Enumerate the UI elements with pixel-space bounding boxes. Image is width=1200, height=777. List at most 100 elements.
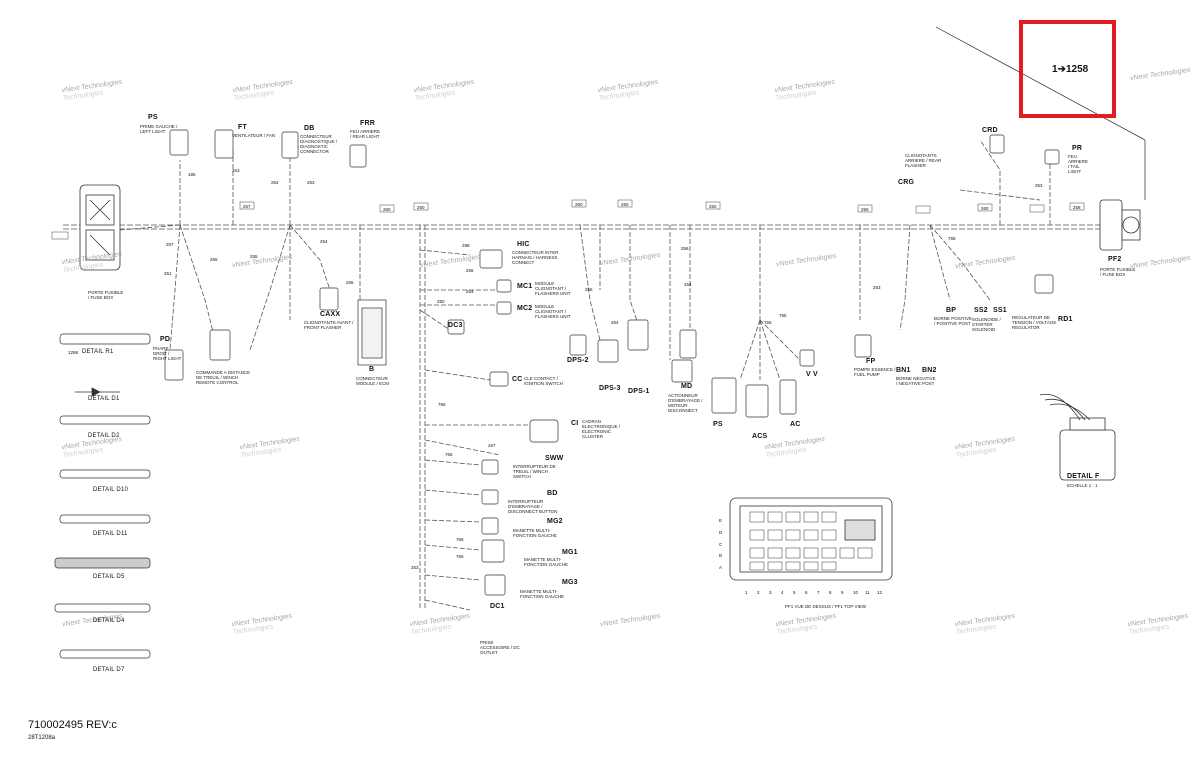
connector-mg2-code: MG2: [547, 518, 563, 525]
connector-b-code: B: [369, 366, 375, 373]
connector-hic-code: HIC: [517, 241, 530, 248]
wire-label: 254: [684, 282, 692, 287]
fuse-box-pf1-left: [79, 184, 121, 271]
wire-label: 256: [861, 207, 869, 212]
wire-label: 256: [346, 280, 354, 285]
connector-cc-desc: CLE CONTACT / IGNITION SWITCH: [524, 376, 563, 386]
connector-bd-code: BD: [547, 490, 558, 497]
connector-mg1-desc: MANETTE MULTI-FONCTION GAUCHE: [524, 557, 569, 567]
connector-mg1-code: MG1: [562, 549, 578, 556]
connector-mg3-desc: MANETTE MULTI-FONCTION GAUCHE: [520, 589, 565, 599]
connector-vv-shape: [799, 349, 815, 367]
wire-label: 765: [764, 320, 772, 325]
document-part-number: 710002495 REV:c: [28, 719, 117, 731]
wire-label: 267: [488, 443, 496, 448]
fuse-box-caption: PF1 VUE DE DESSUS / PF1 TOP VIEW: [785, 604, 867, 609]
fuse-row-label: A: [719, 565, 723, 570]
connector-pf2-desc: PORTE FUSIBLE / FUSE BOX: [1100, 267, 1136, 277]
fuse-col-label: 6: [805, 590, 808, 595]
connector-crg-code: CRG: [898, 179, 915, 186]
pf2-connector: [1099, 199, 1141, 251]
connector-mc1-code: MC1: [517, 283, 533, 290]
detail-f-label: DETAIL F: [1067, 473, 1100, 480]
connector-bd-shape: [481, 489, 499, 505]
wire-label: 260: [621, 202, 629, 207]
connector-ci-shape: [529, 419, 559, 443]
connector-caxx-shape: [319, 287, 339, 311]
connector-ci-desc: CADRAN ELECTRONIQUE / ELECTRONIC CLUSTER: [582, 419, 621, 439]
connector-pd-desc: PHARE DROIT / RIGHT LIGHT: [153, 346, 182, 361]
fuse-col-label: 4: [781, 590, 784, 595]
connector-mc2-shape: [496, 301, 512, 315]
wire-label: 255: [250, 254, 258, 259]
wire-label: 765: [456, 554, 464, 559]
connector-crd-shape: [989, 134, 1005, 154]
wire-label: 256: [585, 287, 593, 292]
connector-dps1-code: DPS-1: [628, 388, 650, 395]
connector-mc2-code: MC2: [517, 305, 533, 312]
connector-sww-desc: INTERRUPTEUR DE TREUIL / WINCH SWITCH: [513, 464, 556, 479]
wire-label: 260: [709, 204, 717, 209]
connector-frr-shape: [349, 144, 367, 168]
connector-bn2-code: BN2: [922, 367, 937, 374]
connector-hic-desc: CONNECTEUR INTER HARNAIS / HARNESS CONNE…: [512, 250, 559, 265]
callout-highlight-box: [1019, 20, 1116, 118]
connector-dps2-shape: [569, 334, 587, 356]
detail-d10-label: DETAIL D10: [93, 487, 129, 493]
connector-mc1-desc: MODULE CLIGNOTANT / FLASHERS UNIT: [535, 281, 571, 296]
connector-md-code: MD: [681, 383, 693, 390]
connector-hic-shape: [479, 249, 503, 269]
connector-mg1-shape: [481, 539, 505, 563]
connector-mc1-shape: [496, 279, 512, 293]
connector-ss2-code: SS2: [974, 307, 988, 314]
connector-crg-desc: CLIGNOTANTS ARRIERE / REAR FLASHER: [905, 153, 942, 168]
connector-bn1-desc: BORNE NEGATIVE / NEGATIVE POST: [896, 376, 936, 386]
connector-dc1-code: DC1: [490, 603, 505, 610]
connector-mc2-desc: MODULE CLIGNOTANT / FLASHERS UNIT: [535, 304, 571, 319]
wire-label: 765: [779, 313, 787, 318]
connector-frr-desc: FEU ARRIERE / REAR LIGHT: [350, 129, 381, 139]
connector-ps-code: PS: [148, 114, 158, 121]
connector-frr-code: FRR: [360, 120, 375, 127]
connector-db-code: DB: [304, 125, 315, 132]
connector-sww-code: SWW: [545, 455, 564, 462]
wire-label: 254: [320, 239, 328, 244]
wire-label: 256: [466, 268, 474, 273]
fuse-col-label: 1: [745, 590, 748, 595]
connector-ss1-code: SS1: [993, 307, 1007, 314]
document-drawing-code: 28T1208a: [28, 735, 56, 741]
connector-pf1-desc: PORTE FUSIBLE / FUSE BOX: [88, 290, 124, 300]
fuse-row-label: B: [719, 553, 723, 558]
connector-acs-code: ACS: [752, 433, 768, 440]
connector-pd-code: PD: [160, 336, 171, 343]
connector-ft-shape: [214, 129, 234, 159]
wire-label: 250: [437, 299, 445, 304]
connector-dps3-shape: [597, 339, 619, 363]
wire-label: 185: [188, 172, 196, 177]
connector-md-desc: ACTIONNEUR D'EMBRAYAGE / MOTEUR DISCONNE…: [668, 393, 703, 413]
detail-r1-num: 1258: [68, 350, 79, 355]
connector-md2-shape: [671, 359, 693, 383]
fuse-row-label: D: [719, 530, 723, 535]
connector-mg2-desc: MANETTE MULTI-FONCTION GAUCHE: [513, 528, 558, 538]
detail-d7-label: DETAIL D7: [93, 667, 125, 673]
wire-label: 260: [575, 202, 583, 207]
connector-fp-desc: POMPE ESSENCE / FUEL PUMP: [854, 367, 896, 377]
connector-rd1-desc: REGULATEUR DE TENSION / VOLTAGE REGULATO…: [1012, 315, 1057, 330]
connector-fp-shape: [854, 334, 872, 358]
callout-leader-line: [935, 26, 1146, 141]
connector-ac-code: AC: [790, 421, 801, 428]
connector-db-desc: CONNECTEUR DIAGNOSTIQUE / DIAGNOSTIC CON…: [300, 134, 338, 154]
detail-d10-shape: [59, 469, 151, 479]
detail-r1-label: DETAIL R1: [82, 349, 114, 355]
fuse-row-label: E: [719, 518, 723, 523]
connector-dps2-code: DPS-2: [567, 357, 589, 364]
wire-label: 257: [243, 204, 251, 209]
connector-ci-code: CI: [571, 420, 579, 427]
wire-label: 765: [948, 236, 956, 241]
fuse-col-label: 10: [853, 590, 859, 595]
connector-dc1-desc: PRISE ACCESSOIRE / DC OUTLET: [480, 640, 520, 655]
wire-label: 253: [873, 285, 881, 290]
connector-ss1-desc: SOLENOIDE / STARTER SOLENOID: [972, 317, 1001, 332]
